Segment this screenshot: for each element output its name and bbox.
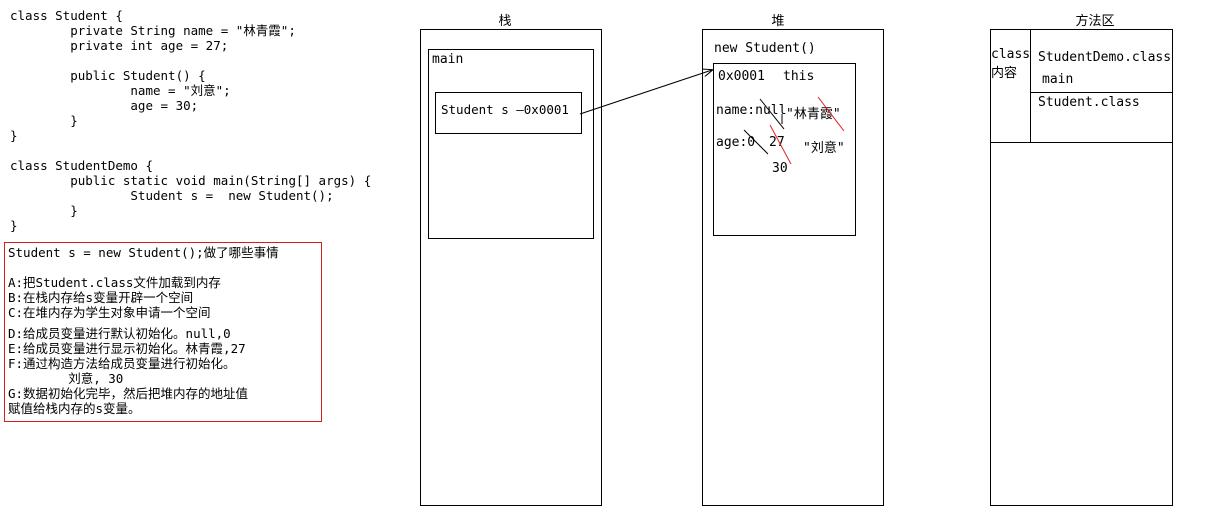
code-line: public Student() { xyxy=(10,68,206,83)
code-line: Student s = new Student(); xyxy=(10,188,334,203)
name-value-lqx: "林青霞" xyxy=(786,107,841,122)
step-c: C:在堆内存为学生对象申请一个空间 xyxy=(8,305,211,320)
code-line xyxy=(10,53,371,68)
student-object-box xyxy=(713,63,856,236)
method-area-header: 方法区 xyxy=(1075,14,1115,29)
code-line: name = "刘意"; xyxy=(10,83,231,98)
main-frame xyxy=(428,49,594,239)
code-line: private String name = "林青霞"; xyxy=(10,23,296,38)
source-code: class Student { private String name = "林… xyxy=(10,8,371,233)
code-line: age = 30; xyxy=(10,98,199,113)
step-e: E:给成员变量进行显示初始化。林青霞,27 xyxy=(8,341,246,356)
method-area xyxy=(990,29,1173,506)
stack-area xyxy=(420,29,602,506)
class-column-divider xyxy=(1030,29,1031,143)
step-a: A:把Student.class文件加载到内存 xyxy=(8,275,221,290)
stack-variable-s: Student s —0x0001 xyxy=(441,102,569,117)
name-field: name:null xyxy=(716,103,787,118)
heap-header: 堆 xyxy=(771,14,785,29)
steps-title: Student s = new Student();做了哪些事情 xyxy=(8,245,279,260)
heap-area xyxy=(702,29,884,506)
this-label: this xyxy=(783,69,815,84)
code-line: } xyxy=(10,128,18,143)
code-line: } xyxy=(10,218,18,233)
code-line: class StudentDemo { xyxy=(10,158,153,173)
class-content-label-1: class xyxy=(991,47,1031,62)
code-line: } xyxy=(10,113,78,128)
code-line: } xyxy=(10,203,78,218)
step-d: D:给成员变量进行默认初始化。null,0 xyxy=(8,326,231,341)
age-field: age:0 xyxy=(716,135,756,150)
code-line xyxy=(10,143,371,158)
steps-note-box: Student s = new Student();做了哪些事情 A:把Stud… xyxy=(4,242,322,422)
class-content-label-2: 内容 xyxy=(991,66,1018,81)
method-area-divider xyxy=(990,142,1173,143)
object-address: 0x0001 xyxy=(718,69,765,84)
age-value-27: 27 xyxy=(769,135,785,150)
code-line: public static void main(String[] args) { xyxy=(10,173,372,188)
main-frame-label: main xyxy=(432,52,464,67)
class-row-divider xyxy=(1030,92,1173,93)
age-value-30: 30 xyxy=(772,161,788,176)
step-g-cont: 赋值给栈内存的s变量。 xyxy=(8,401,141,416)
step-f: F:通过构造方法给成员变量进行初始化。 xyxy=(8,356,236,371)
step-g: G:数据初始化完毕，然后把堆内存的地址值 xyxy=(8,386,249,401)
name-value-liuyi: "刘意" xyxy=(803,141,845,156)
heap-new-label: new Student() xyxy=(714,41,816,56)
code-line: class Student { xyxy=(10,8,123,23)
studentdemo-main-method: main xyxy=(1042,72,1074,87)
code-line: private int age = 27; xyxy=(10,38,229,53)
step-f-values: 刘意, 30 xyxy=(8,371,124,386)
stack-header: 栈 xyxy=(498,14,512,29)
student-class: Student.class xyxy=(1038,95,1140,110)
step-b: B:在栈内存给s变量开辟一个空间 xyxy=(8,290,194,305)
studentdemo-class: StudentDemo.class xyxy=(1038,50,1172,65)
